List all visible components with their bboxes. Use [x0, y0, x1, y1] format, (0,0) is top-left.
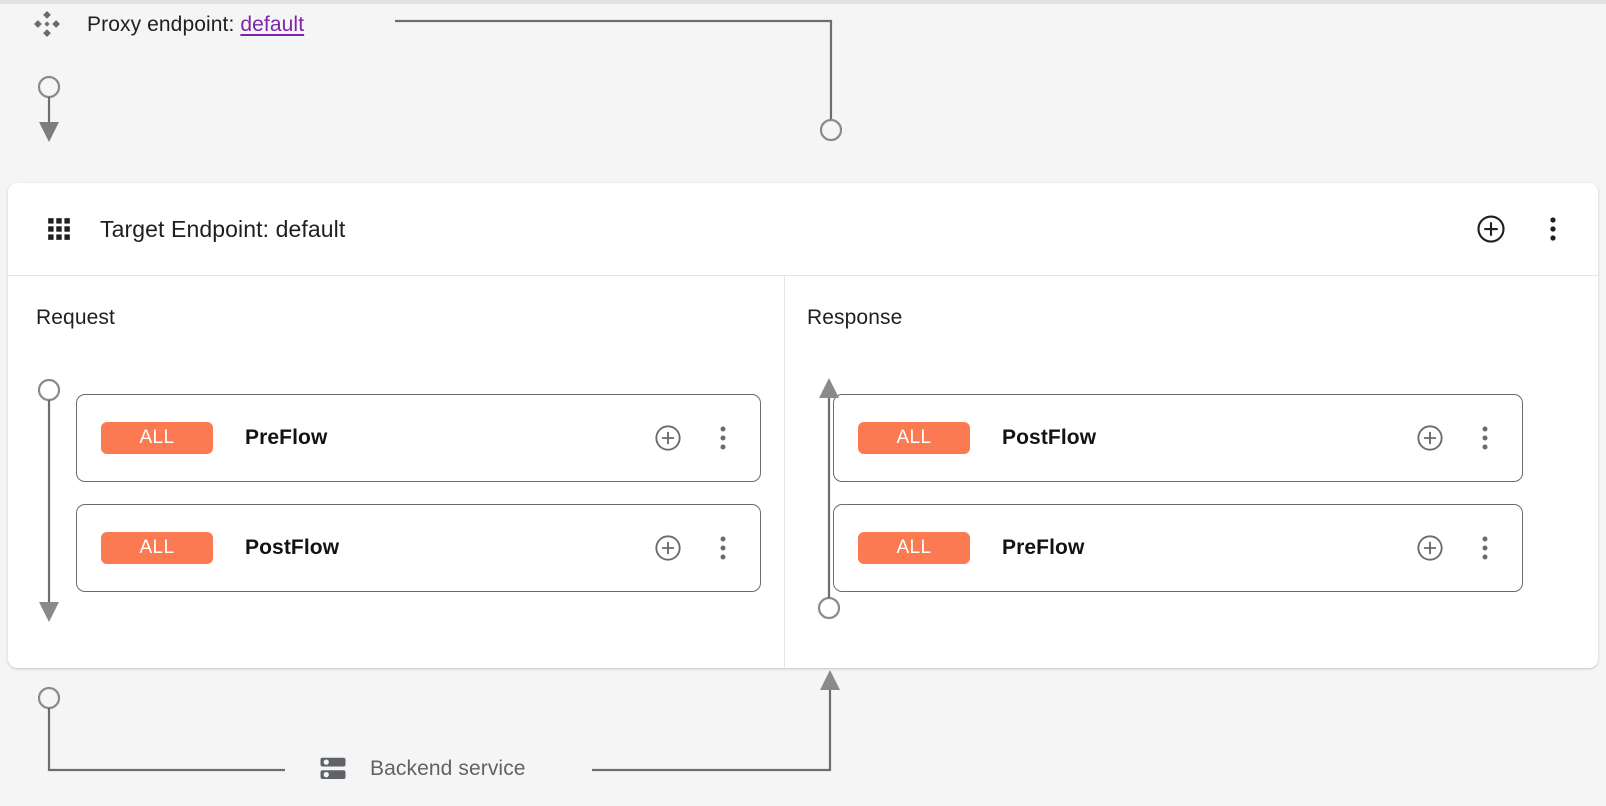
backend-service[interactable]: Backend service [318, 752, 526, 786]
response-heading: Response [807, 306, 903, 329]
flow-name: PostFlow [1002, 426, 1097, 449]
flow-name: PreFlow [245, 426, 328, 449]
more-vertical-icon[interactable] [708, 423, 738, 453]
flow-card-actions [653, 533, 738, 563]
response-column: Response ALL PostFlow [785, 276, 1597, 667]
plus-circle-icon[interactable] [1415, 533, 1445, 563]
status-badge: ALL [858, 422, 970, 454]
page-title: Target Endpoint: default [100, 215, 346, 242]
flow-card-request-preflow[interactable]: ALL PreFlow [76, 394, 761, 482]
proxy-endpoint-header: Proxy endpoint: default [32, 8, 304, 40]
more-vertical-icon[interactable] [1470, 533, 1500, 563]
server-rack-icon [320, 757, 346, 779]
top-divider-strip [0, 0, 1606, 4]
plus-circle-icon[interactable] [1415, 423, 1445, 453]
target-endpoint-actions [1476, 214, 1568, 244]
status-badge: ALL [858, 532, 970, 564]
plus-circle-icon[interactable] [1476, 214, 1506, 244]
proxy-endpoint-diamond-icon [34, 11, 60, 37]
flow-card-actions [1415, 423, 1500, 453]
more-vertical-icon[interactable] [1470, 423, 1500, 453]
flow-card-request-postflow[interactable]: ALL PostFlow [76, 504, 761, 592]
flow-name: PostFlow [245, 536, 340, 559]
proxy-endpoint-label-text: Proxy endpoint: [87, 12, 235, 36]
status-badge: ALL [101, 532, 213, 564]
plus-circle-icon[interactable] [653, 533, 683, 563]
status-badge: ALL [101, 422, 213, 454]
more-vertical-icon[interactable] [708, 533, 738, 563]
flow-columns: Request ALL PreFlow [8, 276, 1598, 667]
more-vertical-icon[interactable] [1538, 214, 1568, 244]
proxy-endpoint-default-link[interactable]: default [240, 12, 305, 36]
proxy-endpoint-label: Proxy endpoint: default [87, 14, 304, 35]
response-flow-list: ALL PostFlow [833, 394, 1523, 592]
request-flow-list: ALL PreFlow [76, 394, 761, 592]
flow-card-response-postflow[interactable]: ALL PostFlow [833, 394, 1523, 482]
flow-name: PreFlow [1002, 536, 1085, 559]
target-endpoint-header: Target Endpoint: default [8, 183, 1598, 276]
target-endpoint-panel: Target Endpoint: default [8, 183, 1598, 668]
request-column: Request ALL PreFlow [8, 276, 785, 667]
request-heading: Request [36, 306, 115, 329]
plus-circle-icon[interactable] [653, 423, 683, 453]
grid-apps-icon [48, 218, 70, 240]
flow-card-actions [653, 423, 738, 453]
flow-card-actions [1415, 533, 1500, 563]
backend-service-label: Backend service [370, 757, 526, 780]
flow-card-response-preflow[interactable]: ALL PreFlow [833, 504, 1523, 592]
